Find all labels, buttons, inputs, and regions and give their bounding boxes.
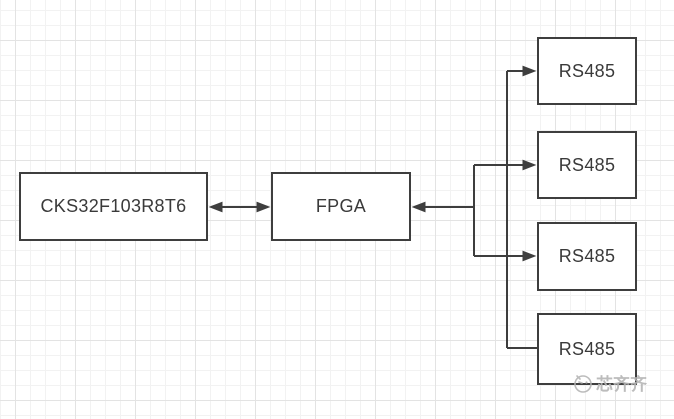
block-rs485-4: RS485 [537, 313, 637, 385]
block-mcu-label: CKS32F103R8T6 [40, 196, 187, 216]
block-rs485-1-label: RS485 [558, 60, 616, 81]
block-rs485-4-label: RS485 [558, 338, 616, 359]
watermark: 芯齐齐 [573, 370, 647, 395]
block-fpga: FPGA [271, 172, 411, 241]
arrowhead-into-fpga-left [256, 201, 271, 213]
arrowhead-into-rs485-1 [522, 65, 537, 77]
block-mcu: CKS32F103R8T6 [19, 172, 208, 241]
arrowhead-into-rs485-2 [522, 159, 537, 171]
arrowhead-into-mcu [208, 201, 223, 213]
block-fpga-label: FPGA [315, 196, 367, 216]
block-rs485-1: RS485 [537, 37, 637, 105]
arrowhead-into-fpga-right [411, 201, 426, 213]
watermark-text: 芯齐齐 [596, 375, 647, 394]
block-rs485-3-label: RS485 [558, 246, 616, 266]
block-rs485-2-label: RS485 [558, 154, 616, 175]
block-rs485-2: RS485 [537, 131, 637, 199]
watermark-logo-icon [574, 374, 592, 393]
block-rs485-3: RS485 [537, 222, 637, 291]
arrowhead-into-rs485-3 [522, 250, 537, 262]
